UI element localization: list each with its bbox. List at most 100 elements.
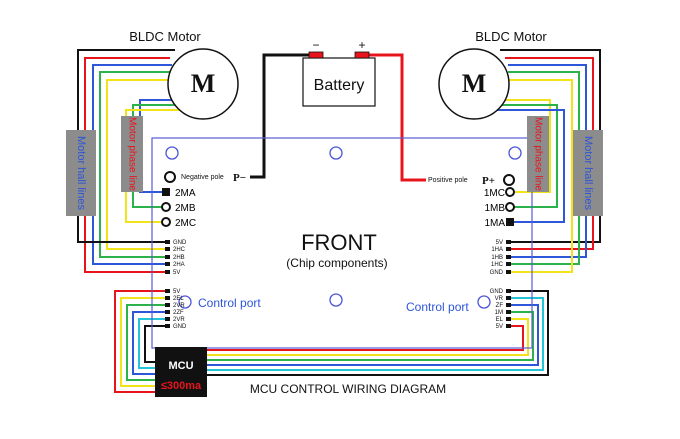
negative-pole: Negative pole P− <box>164 171 246 184</box>
hall-pin-label: 2HC <box>173 247 186 253</box>
negative-pole-pin: P− <box>233 172 246 184</box>
right-phase-label: Motor phase line <box>532 117 543 191</box>
phase-pin-label: 1MB <box>484 203 505 214</box>
pin-pad-icon <box>165 289 170 293</box>
left-phase-pins: 2MA 2MB 2MC <box>161 188 196 229</box>
phase-pin-2mc-icon <box>161 217 171 227</box>
control-pin-label: 2VR <box>173 303 185 309</box>
pin-pad-icon <box>506 240 511 244</box>
control-pin-label: 2ZF <box>173 310 184 316</box>
control-pin-label: 5V <box>173 289 180 295</box>
right-hall-label-box: Motor hall lines <box>573 130 603 216</box>
control-pin-label: GND <box>490 289 504 295</box>
mcu-module: MCU ≤300ma <box>155 347 207 397</box>
left-phase-label-box: Motor phase line <box>121 116 143 192</box>
battery-label: Battery <box>314 77 365 94</box>
pin-pad-icon <box>506 303 511 307</box>
negative-pole-terminal <box>164 171 176 183</box>
motor-right: BLDC Motor M <box>438 29 547 120</box>
phase-pin-label: 1MC <box>484 188 505 199</box>
pin-pad-icon <box>506 296 511 300</box>
controller-board <box>151 137 533 349</box>
hall-pin-label: 5V <box>496 240 503 246</box>
pin-pad-icon <box>165 262 170 266</box>
hall-pin-label: 2HA <box>173 262 185 268</box>
board-subtitle: (Chip components) <box>286 256 387 270</box>
pin-pad-icon <box>165 310 170 314</box>
hall-pin-label: 2HB <box>173 255 185 261</box>
phase-pin-label: 1MA <box>484 218 505 229</box>
phase-pin-2mb-icon <box>161 202 171 212</box>
pin-pad-icon <box>506 310 511 314</box>
battery-wires <box>250 53 426 182</box>
control-pin-label: 2VR <box>173 317 185 323</box>
battery-negative-sign: − <box>312 38 319 52</box>
motor-left-icon <box>167 48 239 120</box>
mounting-holes <box>165 146 522 309</box>
motor-right-icon <box>438 48 510 120</box>
left-hall-label: Motor hall lines <box>75 136 87 210</box>
right-control-port-label: Control port <box>406 300 469 314</box>
phase-pin-label: 2MC <box>175 218 196 229</box>
phase-pin-1mb-icon <box>505 202 515 212</box>
pin-pad-icon <box>165 296 170 300</box>
control-pin-label: ZF <box>496 303 504 309</box>
diagram-caption: MCU CONTROL WIRING DIAGRAM <box>250 382 446 396</box>
right-phase-label-box: Motor phase line <box>527 116 549 192</box>
control-pin-label: VR <box>495 296 504 302</box>
motor-left-title: BLDC Motor <box>129 29 201 44</box>
pin-pad-icon <box>165 240 170 244</box>
motor-right-title: BLDC Motor <box>475 29 547 44</box>
pin-pad-icon <box>165 270 170 274</box>
battery-positive-sign: + <box>358 38 365 52</box>
battery: − + Battery <box>302 38 376 107</box>
control-pin-label: 5V <box>496 324 503 330</box>
phase-pin-label: 2MA <box>175 188 196 199</box>
positive-pole-label: Positive pole <box>428 177 468 184</box>
right-control-pins: GND VR ZF 1M EL 5V <box>490 289 511 330</box>
pin-pad-icon <box>506 255 511 259</box>
hall-pin-label: 5V <box>173 270 180 276</box>
control-pin-label: EL <box>496 317 504 323</box>
positive-pole-pin: P+ <box>482 175 495 187</box>
right-hall-pins: 5V 1HA 1HB 1HC GND <box>490 240 511 276</box>
hall-pin-label: 1HC <box>491 262 504 268</box>
board-title: FRONT <box>301 230 377 255</box>
left-control-port-label: Control port <box>198 296 261 310</box>
battery-icon <box>302 57 376 107</box>
right-control-wires <box>207 290 549 376</box>
left-control-pins: 5V 2EL 2VR 2ZF 2VR GND <box>165 289 187 330</box>
hall-pin-label: GND <box>173 240 187 246</box>
pin-pad-icon <box>165 247 170 251</box>
phase-pin-2ma-icon <box>162 188 170 196</box>
pin-pad-icon <box>506 317 511 321</box>
control-pin-label: 1M <box>495 310 503 316</box>
pin-pad-icon <box>506 289 511 293</box>
positive-pole-terminal <box>503 174 515 186</box>
motor-left: BLDC Motor M <box>129 29 239 120</box>
motor-left-symbol: M <box>191 69 216 98</box>
mcu-chip <box>155 347 207 397</box>
pin-pad-icon <box>165 317 170 321</box>
left-hall-pins: GND 2HC 2HB 2HA 5V <box>165 240 187 276</box>
mcu-current: ≤300ma <box>161 380 202 392</box>
battery-positive-terminal <box>354 51 370 59</box>
pin-pad-icon <box>506 262 511 266</box>
right-hall-label: Motor hall lines <box>582 136 594 210</box>
left-hall-label-box: Motor hall lines <box>66 130 96 216</box>
pin-pad-icon <box>506 324 511 328</box>
control-pin-label: 2EL <box>173 296 184 302</box>
pin-pad-icon <box>165 255 170 259</box>
hall-pin-label: 1HA <box>491 247 503 253</box>
left-phase-label: Motor phase line <box>126 117 137 191</box>
pin-pad-icon <box>506 270 511 274</box>
hall-pin-label: GND <box>490 270 504 276</box>
left-control-wires <box>114 290 167 393</box>
negative-pole-label: Negative pole <box>181 174 224 181</box>
pin-pad-icon <box>165 303 170 307</box>
control-pin-label: GND <box>173 324 187 330</box>
mcu-label: MCU <box>168 360 193 372</box>
phase-pin-1ma-icon <box>506 218 514 226</box>
